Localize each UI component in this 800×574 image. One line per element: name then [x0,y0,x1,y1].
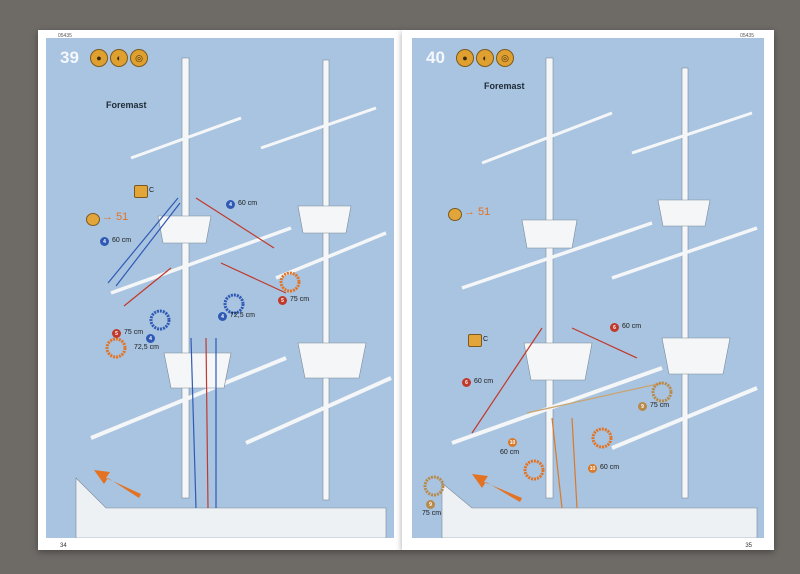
product-code: 05435 [58,33,72,39]
line-number-badge: 4 [218,312,227,321]
next-step-ref: 51 [478,206,491,218]
step-number: 40 [426,48,445,67]
line-number-badge: 6 [610,323,619,332]
next-step-arrow: → [102,211,113,223]
rigging-diagram [423,57,758,538]
step-ref-icon [86,213,100,226]
line-length: 60 cm [238,200,258,207]
line-length: 72,5 cm [134,344,159,351]
line-number-badge: 6 [462,378,471,387]
line-length: 60 cm [622,323,642,330]
clamp-icon: ◐ [476,49,494,67]
line-number-badge: 5 [278,296,287,305]
line-length: 60 cm [500,449,520,456]
line-length: 75 cm [650,402,670,409]
line-length: 60 cm [600,464,620,471]
next-step-ref: 51 [116,211,129,223]
glue-icon: ● [456,49,474,67]
next-step-arrow: → [464,206,475,218]
page-number: 35 [745,543,752,549]
right-page: 05435 [402,30,774,550]
step-ref-icon [448,208,462,221]
part-box-icon [134,185,148,198]
line-number-badge: 9 [426,500,435,509]
tool-icons: ● ◐ ◎ [456,49,514,67]
line-length: 60 cm [474,378,494,385]
instruction-panel: 40 ● ◐ ◎ Foremast → 51 C 6 60 cm 6 60 cm… [412,38,764,538]
line-number-badge: 10 [588,464,597,473]
instruction-panel: 39 ● ◐ ◎ Foremast C → 51 4 60 cm 4 60 cm… [46,38,394,538]
line-length: 60 cm [112,237,132,244]
line-number-badge: 10 [508,438,517,447]
line-number-badge: 5 [112,329,121,338]
line-number-badge: 4 [226,200,235,209]
line-length: 75 cm [422,510,442,517]
product-code: 05435 [740,33,754,39]
page-number: 34 [60,543,67,549]
tool-icons: ● ◐ ◎ [90,49,148,67]
line-length: 75 cm [290,296,310,303]
glue-icon: ● [90,49,108,67]
section-title: Foremast [106,100,147,110]
clamp-icon: ◐ [110,49,128,67]
rigging-diagram [75,57,392,538]
line-number-badge: 9 [638,402,647,411]
step-number: 39 [60,48,79,67]
part-ref: C [149,187,155,194]
line-number-badge: 4 [100,237,109,246]
line-number-badge: 4 [146,334,155,343]
part-ref: C [483,336,489,343]
part-box-icon [468,334,482,347]
section-title: Foremast [484,81,525,91]
rigging-icon: ◎ [130,49,148,67]
left-page: 05435 [38,30,402,550]
line-length: 75 cm [124,329,144,336]
line-length: 72,5 cm [230,312,255,319]
rigging-icon: ◎ [496,49,514,67]
